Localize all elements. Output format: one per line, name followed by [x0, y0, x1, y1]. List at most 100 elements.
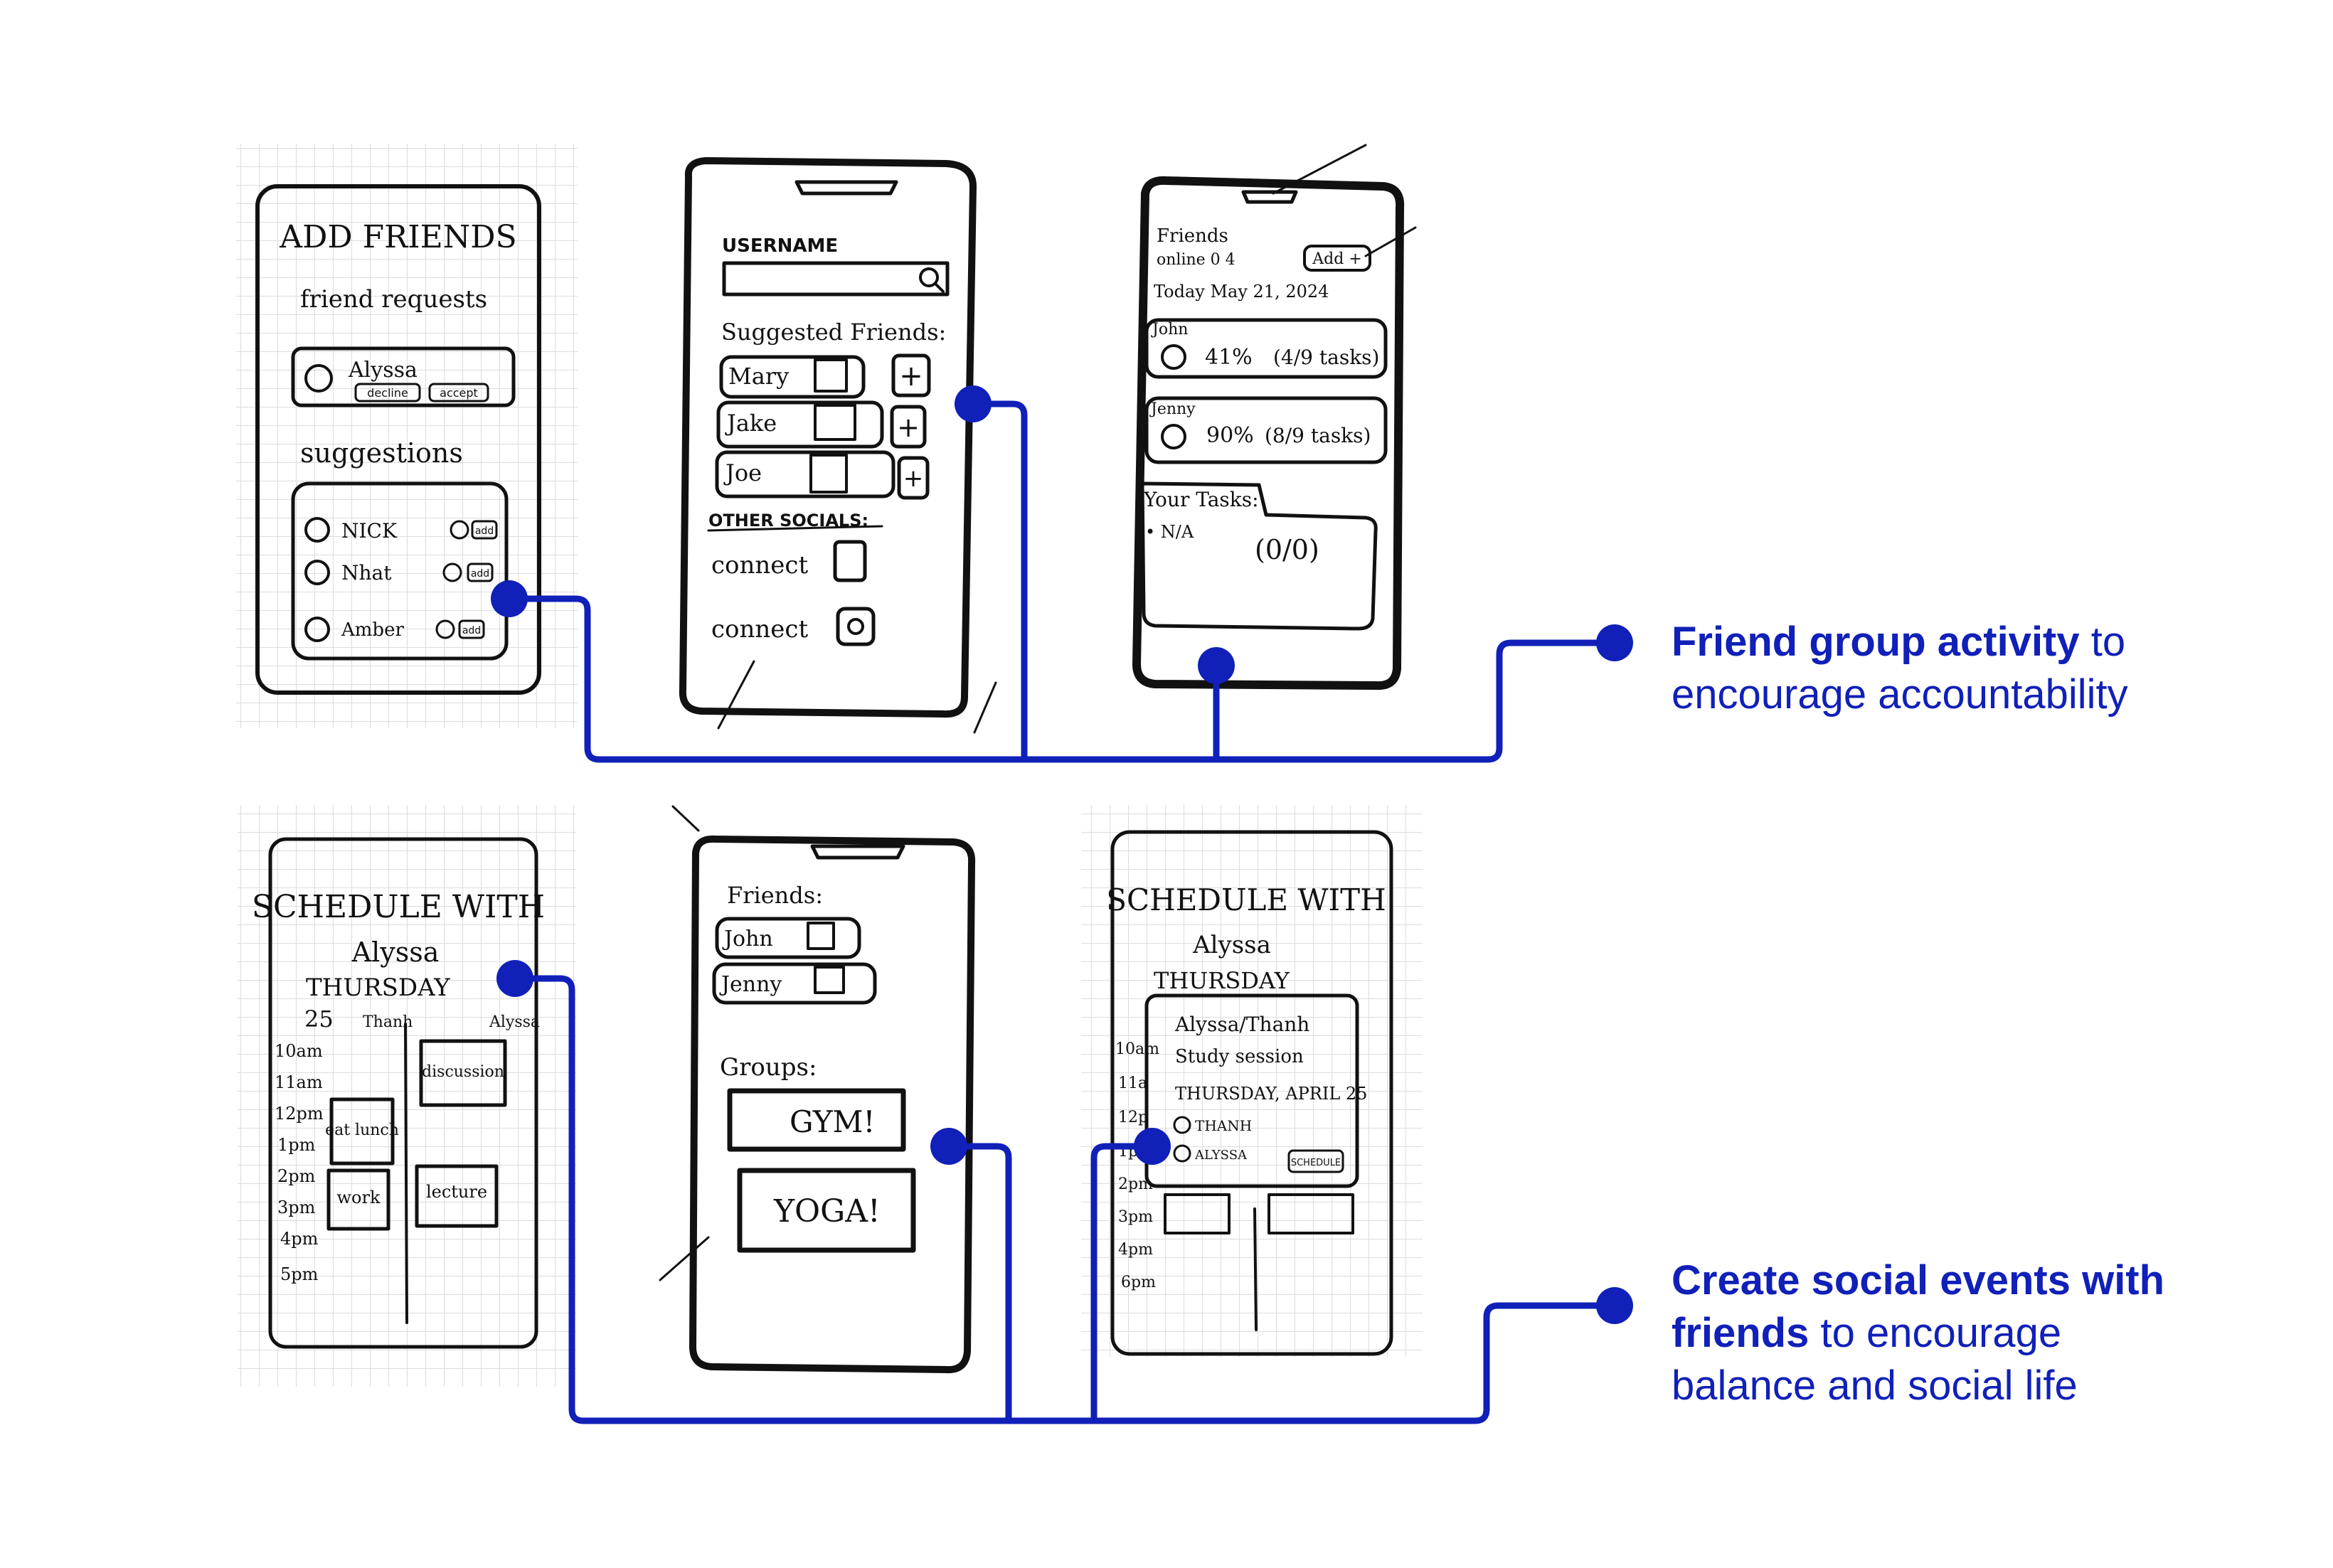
schedule-button-label: SCHEDULE: [1291, 1158, 1341, 1168]
task-count: (4/9 tasks): [1273, 346, 1379, 369]
remove-icon[interactable]: [435, 619, 455, 639]
add-friend-button[interactable]: [891, 353, 931, 398]
username-label: USERNAME: [722, 235, 838, 257]
schedule-date: 25: [304, 1006, 334, 1033]
add-button-label: Add +: [1312, 250, 1361, 268]
online-count: online 0 4: [1157, 251, 1235, 269]
schedule-button[interactable]: [1287, 1149, 1344, 1173]
event-block[interactable]: [415, 1164, 499, 1228]
popup-title: Alyssa/Thanh: [1174, 1013, 1309, 1036]
add-friend-button[interactable]: [890, 405, 927, 449]
instagram-icon[interactable]: [836, 607, 876, 646]
friend-card[interactable]: [719, 355, 866, 399]
event-block[interactable]: [1268, 1193, 1354, 1234]
connector-top-branch: [973, 400, 1028, 759]
connector-dot: [1596, 1287, 1633, 1324]
remove-icon[interactable]: [450, 520, 469, 540]
phone-frame: [1132, 176, 1405, 690]
column-alyssa: Alyssa: [489, 1013, 540, 1031]
suggestion-row: Amber add: [304, 617, 485, 642]
time-label: 12pm: [275, 1104, 324, 1124]
add-button[interactable]: [467, 562, 494, 582]
avatar-icon: [304, 364, 333, 393]
event-block[interactable]: [329, 1097, 395, 1166]
time-label: 5pm: [280, 1264, 319, 1284]
group-button[interactable]: [737, 1168, 916, 1253]
suggested-friends-label: Suggested Friends:: [721, 319, 946, 346]
event-label: discussion: [422, 1063, 504, 1081]
connector-dot: [1596, 624, 1633, 661]
card-frame[interactable]: [1144, 318, 1388, 379]
phone-frame: [268, 837, 538, 1349]
add-friend-button[interactable]: [897, 456, 930, 500]
time-label: 4pm: [1118, 1241, 1153, 1259]
sketch-friends-activity: Friends online 0 4 Add + Today May 21, 2…: [1132, 144, 1417, 690]
avatar-icon: [304, 517, 330, 543]
task-item: • N/A: [1145, 522, 1194, 542]
connector-bottom-branch: [1090, 1143, 1152, 1421]
group-label: YOGA!: [773, 1193, 881, 1230]
event-block[interactable]: [326, 1168, 390, 1231]
time-label: 11a: [1118, 1074, 1147, 1092]
groups-label: Groups:: [720, 1053, 817, 1082]
remove-icon[interactable]: [442, 562, 462, 582]
grid-paper: [1081, 805, 1423, 1357]
accept-button[interactable]: [428, 383, 489, 402]
sketch-schedule-b: SCHEDULE WITH Alyssa THURSDAY 10am 11a 1…: [1081, 805, 1423, 1357]
connector-dot: [1134, 1128, 1171, 1165]
your-tasks-label: Your Tasks:: [1143, 488, 1259, 511]
decline-label: decline: [367, 386, 408, 400]
friend-chip: Jenny: [712, 962, 877, 1005]
arrow-stroke: [671, 805, 700, 832]
connector-bottom: [515, 975, 1615, 1424]
profile-photo-icon: [809, 454, 848, 494]
your-tasks-card: [1140, 481, 1378, 631]
friend-progress-card: Jenny 90% (8/9 tasks): [1144, 396, 1388, 464]
avatar-icon: [1173, 1144, 1191, 1163]
time-labels: 10am 11am 12pm 1pm 2pm 3pm 4pm 5pm: [275, 1041, 324, 1284]
card-frame[interactable]: [1144, 396, 1388, 464]
progress-percent: 41%: [1205, 345, 1253, 370]
friend-chip: John: [715, 917, 861, 959]
sketch-add-friends: ADD FRIENDS friend requests Alyssa decli…: [236, 144, 578, 728]
facebook-icon[interactable]: [833, 540, 867, 582]
stray-stroke: [1364, 226, 1417, 257]
add-button[interactable]: [458, 619, 485, 639]
friend-name: Jake: [725, 410, 777, 437]
task-count: (8/9 tasks): [1265, 424, 1371, 447]
schedule-day: THURSDAY: [1154, 967, 1290, 994]
time-label: 10am: [1115, 1040, 1159, 1058]
time-label: 6pm: [1121, 1274, 1156, 1291]
time-label: 1pm: [277, 1135, 316, 1155]
time-label: 10am: [275, 1041, 323, 1061]
add-label: add: [462, 625, 481, 636]
friend-chip-frame[interactable]: [715, 917, 861, 959]
username-input[interactable]: [722, 261, 950, 297]
annotation-heading: Friend group activity: [1672, 619, 2080, 665]
decline-button[interactable]: [354, 383, 421, 402]
friend-card[interactable]: [716, 400, 884, 449]
add-button[interactable]: [471, 520, 498, 540]
add-friend-button[interactable]: [1303, 245, 1371, 272]
plus-icon: +: [897, 412, 920, 443]
event-block[interactable]: [419, 1039, 507, 1107]
avatar-icon: [304, 617, 330, 642]
popup-person: ALYSSA: [1194, 1148, 1248, 1163]
phone-notch: [1241, 190, 1298, 204]
event-block[interactable]: [1164, 1193, 1231, 1234]
suggested-friend-row: Jake +: [716, 400, 927, 449]
friend-chip-frame[interactable]: [712, 962, 877, 1005]
event-label: eat lunch: [325, 1121, 399, 1139]
add-friends-title: ADD FRIENDS: [279, 219, 516, 255]
friend-card[interactable]: [715, 450, 896, 498]
event-label: work: [336, 1188, 380, 1207]
search-icon[interactable]: [919, 267, 939, 287]
progress-pie-icon: [1161, 344, 1186, 370]
phone-frame: [679, 157, 977, 718]
phone-notch: [810, 844, 905, 860]
group-button[interactable]: [727, 1088, 906, 1152]
friend-name: Mary: [728, 363, 789, 390]
friends-label: Friends: [1157, 225, 1228, 247]
event-popup: Alyssa/Thanh Study session THURSDAY, APR…: [1144, 993, 1367, 1188]
